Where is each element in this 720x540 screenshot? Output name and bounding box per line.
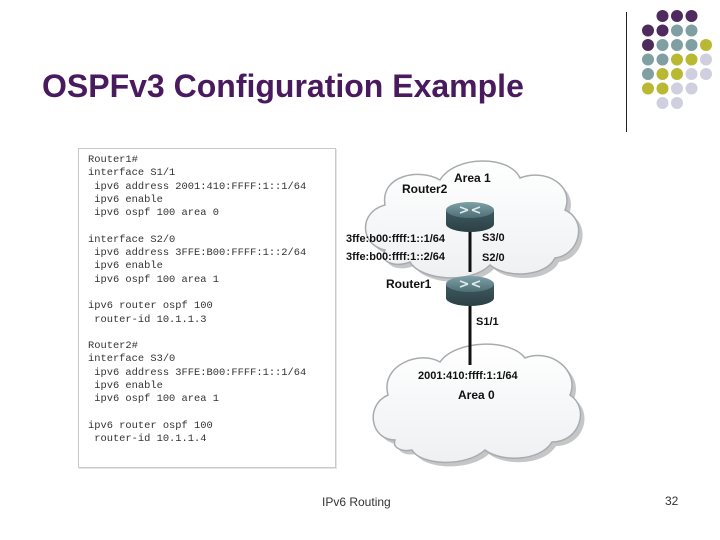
config-code: Router1# interface S1/1 ipv6 address 200… bbox=[88, 154, 306, 447]
config-line: ipv6 enable bbox=[88, 380, 163, 393]
slide-title: OSPFv3 Configuration Example bbox=[42, 68, 524, 104]
decorative-dot bbox=[671, 68, 683, 80]
network-diagram: Area 1 Router2 3ffe:b00:ffff:1::1/64 S3/… bbox=[346, 160, 585, 467]
router2-label: Router2 bbox=[402, 182, 448, 196]
area0-cloud bbox=[372, 343, 585, 467]
decorative-dot bbox=[700, 53, 712, 66]
config-line: ipv6 router ospf 100 bbox=[88, 419, 213, 432]
decorative-dot bbox=[685, 53, 698, 66]
config-line: ipv6 router ospf 100 bbox=[88, 300, 213, 313]
decorative-dot bbox=[642, 53, 654, 66]
decorative-dot bbox=[700, 68, 712, 80]
decorative-dot bbox=[656, 24, 669, 37]
decorative-dot bbox=[685, 39, 698, 51]
footer-text: IPv6 Routing bbox=[322, 495, 391, 509]
area1-label: Area 1 bbox=[454, 171, 491, 185]
decorative-dot bbox=[656, 68, 669, 80]
config-line: interface S1/1 bbox=[88, 167, 176, 180]
decorative-dot bbox=[685, 82, 698, 95]
config-line: ipv6 address 2001:410:FFFF:1::1/64 bbox=[88, 180, 307, 193]
router1-label: Router1 bbox=[386, 277, 432, 291]
decorative-dot bbox=[642, 24, 654, 37]
config-line: ipv6 address 3FFE:B00:FFFF:1::2/64 bbox=[88, 247, 307, 260]
config-code-panel: Router1# interface S1/1 ipv6 address 200… bbox=[78, 148, 336, 468]
config-line: ipv6 ospf 100 area 1 bbox=[88, 273, 219, 286]
config-line: ipv6 ospf 100 area 1 bbox=[88, 393, 219, 406]
decorative-dot bbox=[656, 97, 669, 109]
decorative-dot bbox=[671, 82, 683, 95]
decorative-dot bbox=[656, 10, 669, 22]
title-divider bbox=[626, 12, 627, 132]
decorative-dot bbox=[685, 24, 698, 37]
interface-s20: S2/0 bbox=[482, 252, 505, 264]
config-line: ipv6 ospf 100 area 0 bbox=[88, 207, 219, 220]
config-line: interface S3/0 bbox=[88, 353, 176, 366]
decorative-dot bbox=[656, 82, 669, 95]
decorative-dot bbox=[642, 39, 654, 51]
decorative-dot bbox=[671, 39, 683, 51]
config-line: ipv6 enable bbox=[88, 193, 163, 206]
decorative-dot bbox=[671, 10, 683, 22]
area0-label: Area 0 bbox=[458, 388, 495, 402]
config-line: ipv6 address 3FFE:B00:FFFF:1::1/64 bbox=[88, 366, 307, 379]
interface-s30: S3/0 bbox=[482, 232, 505, 244]
config-line: interface S2/0 bbox=[88, 233, 176, 246]
decorative-dot bbox=[671, 24, 683, 37]
area0-prefix: 2001:410:ffff:1:1/64 bbox=[418, 370, 519, 382]
decorative-dot bbox=[671, 53, 683, 66]
router1-icon bbox=[446, 276, 494, 306]
interface-s11: S1/1 bbox=[476, 316, 499, 328]
router2-address: 3ffe:b00:ffff:1::1/64 bbox=[346, 233, 446, 245]
config-line: ipv6 enable bbox=[88, 260, 163, 273]
config-line: router-id 10.1.1.3 bbox=[88, 313, 207, 326]
router1-address: 3ffe:b00:ffff:1::2/64 bbox=[346, 251, 446, 263]
decorative-dot-grid bbox=[642, 10, 712, 109]
config-line: router-id 10.1.1.4 bbox=[88, 433, 207, 446]
decorative-dot bbox=[700, 39, 712, 51]
decorative-dot bbox=[656, 39, 669, 51]
config-line: Router1# bbox=[88, 154, 138, 166]
decorative-dot bbox=[642, 82, 654, 95]
config-line: Router2# bbox=[88, 340, 138, 353]
dot-grid bbox=[642, 10, 712, 109]
decorative-dot bbox=[671, 97, 683, 109]
decorative-dot bbox=[656, 53, 669, 66]
decorative-dot bbox=[642, 68, 654, 80]
decorative-dot bbox=[685, 10, 698, 22]
decorative-dot bbox=[685, 68, 698, 80]
page-number: 32 bbox=[665, 494, 679, 508]
router2-icon bbox=[446, 202, 494, 232]
